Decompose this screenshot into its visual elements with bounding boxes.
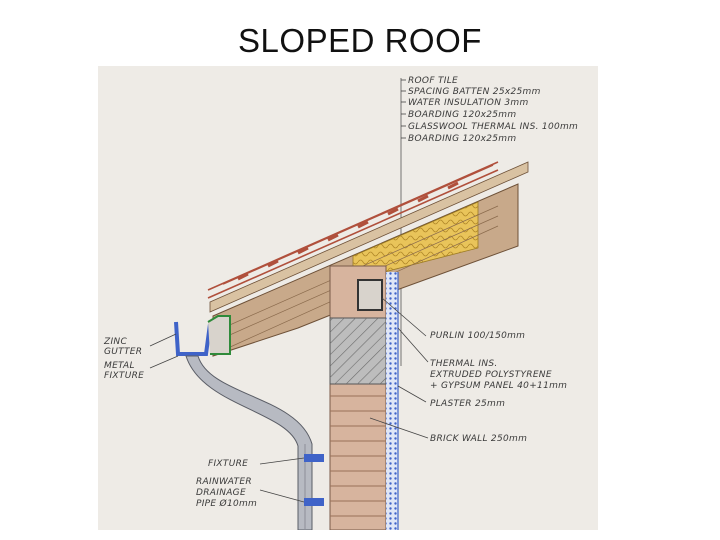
label-brick-wall: BRICK WALL 250mm xyxy=(430,434,527,444)
label-zinc-gutter-2: GUTTER xyxy=(104,347,142,357)
label-water-insulation: WATER INSULATION 3mm xyxy=(408,98,529,108)
purlin xyxy=(357,279,383,311)
label-plaster: PLASTER 25mm xyxy=(430,399,505,409)
roof-boarding-upper xyxy=(209,161,529,313)
pipe-fixture-upper xyxy=(304,454,324,462)
label-thermal-ins-3: + GYPSUM PANEL 40+11mm xyxy=(430,381,567,391)
page-title: SLOPED ROOF xyxy=(238,22,482,59)
label-purlin: PURLIN 100/150mm xyxy=(430,331,525,341)
rainwater-pipe xyxy=(185,355,313,530)
label-fixture: FIXTURE xyxy=(208,459,248,469)
label-thermal-ins-2: EXTRUDED POLYSTYRENE xyxy=(430,370,552,380)
label-spacing-batten: SPACING BATTEN 25x25mm xyxy=(408,87,541,97)
label-rainwater-2: DRAINAGE xyxy=(196,488,246,498)
label-rainwater-3: PIPE Ø10mm xyxy=(196,498,257,509)
roof-section-svg: ROOF TILE SPACING BATTEN 25x25mm WATER I… xyxy=(103,76,578,530)
label-boarding-top: BOARDING 120x25mm xyxy=(408,110,516,120)
brick-courses xyxy=(330,395,386,517)
label-roof-tile: ROOF TILE xyxy=(408,76,458,86)
label-rainwater-1: RAINWATER xyxy=(196,477,252,487)
roof-section-drawing: ROOF TILE SPACING BATTEN 25x25mm WATER I… xyxy=(98,66,598,530)
label-metal-fixture-2: FIXTURE xyxy=(104,371,144,381)
roof-tiles xyxy=(207,161,499,299)
label-metal-fixture-1: METAL xyxy=(104,361,135,371)
zinc-gutter xyxy=(174,321,212,356)
label-thermal-ins-1: THERMAL INS. xyxy=(430,359,498,369)
pipe-fixture-lower xyxy=(304,498,324,506)
label-zinc-gutter-1: ZINC xyxy=(103,337,127,347)
label-boarding-bottom: BOARDING 120x25mm xyxy=(408,134,516,144)
label-glasswool: GLASSWOOL THERMAL INS. 100mm xyxy=(408,122,578,132)
gutter-fascia xyxy=(207,315,231,355)
